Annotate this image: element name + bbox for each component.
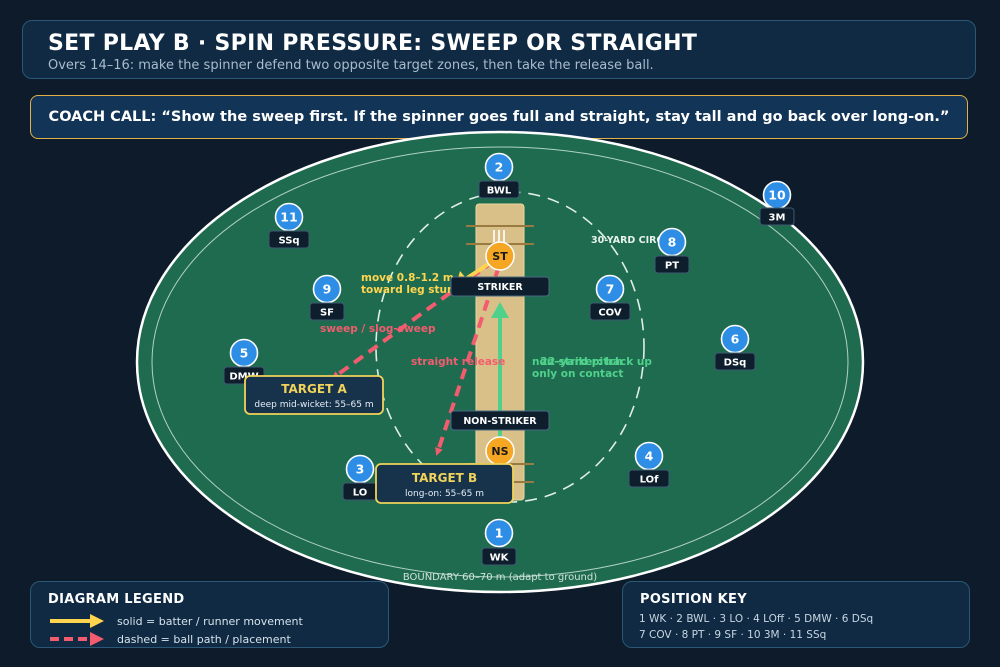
striker: ST STRIKER xyxy=(450,241,550,297)
fielder-tag-bg xyxy=(478,180,520,199)
fielder-tag-bg xyxy=(759,207,795,226)
sweep-ball-path xyxy=(331,259,496,380)
legend-title: DIAGRAM LEGEND xyxy=(48,592,185,607)
fielder-number: 2 xyxy=(495,160,504,175)
coach-call-text: COACH CALL: “Show the sweep first. If th… xyxy=(48,109,950,125)
striker-tag-bg xyxy=(450,276,550,297)
fielder-number: 9 xyxy=(323,282,332,297)
fielder-tag-bg xyxy=(589,302,631,321)
diagram-legend: DIAGRAM LEGEND solid = batter / runner m… xyxy=(30,581,389,648)
fielder-code: WK xyxy=(490,553,510,564)
straight-ball-path xyxy=(435,265,501,456)
target-b-title: TARGET B xyxy=(412,471,477,485)
fielder-number: 3 xyxy=(356,462,365,477)
sweep-note: sweep / slog-sweep xyxy=(320,323,436,335)
fielder-code: DMW xyxy=(229,372,258,383)
legend-solid-label: solid = batter / runner movement xyxy=(117,614,303,628)
fielder-3m: 10 3M xyxy=(759,180,795,226)
header-panel: SET PLAY B · SPIN PRESSURE: SWEEP OR STR… xyxy=(22,20,976,79)
fielder-code: LOf xyxy=(640,475,660,486)
dashed-arrow-icon xyxy=(50,632,104,646)
target-b-box xyxy=(375,463,514,504)
fielder-number: 4 xyxy=(645,449,654,464)
fielder-tag-bg xyxy=(628,469,670,488)
legend-solid-row: solid = batter / runner movement xyxy=(48,612,303,630)
target-b: TARGET B long-on: 55–65 m xyxy=(375,463,514,504)
position-key-line-2: 7 COV · 8 PT · 9 SF · 10 3M · 11 SSq xyxy=(639,629,827,641)
fielder-number: 10 xyxy=(768,188,786,203)
move-note: move 0.8–1.2 m toward leg stump xyxy=(361,272,466,296)
fielder-number: 8 xyxy=(668,235,677,250)
straight-note: straight release xyxy=(411,356,505,368)
fielder-number: 7 xyxy=(606,282,615,297)
target-a-title: TARGET A xyxy=(281,382,347,396)
fielder-code: BWL xyxy=(487,186,512,197)
stumps-icon xyxy=(493,230,505,242)
non-striker-tag-bg xyxy=(450,410,550,431)
fielder-number: 1 xyxy=(495,526,504,541)
fielder-number: 6 xyxy=(731,332,740,347)
fielder-tag-bg xyxy=(714,352,756,371)
fielder-code: PT xyxy=(665,261,679,272)
fielder-tag-bg xyxy=(268,230,310,249)
legend-dashed-row: dashed = ball path / placement xyxy=(48,630,291,648)
legend-dashed-label: dashed = ball path / placement xyxy=(117,632,291,646)
fielder-marker xyxy=(484,518,514,548)
fielder-code: DSq xyxy=(724,358,747,369)
target-b-desc: long-on: 55–65 m xyxy=(405,489,484,499)
fielder-tag-bg xyxy=(654,255,690,274)
fielder-number: 5 xyxy=(240,346,249,361)
fielder-sf: 9SF xyxy=(309,274,345,321)
target-a-desc: deep mid-wicket: 55–65 m xyxy=(254,400,373,410)
fielder-code: SSq xyxy=(278,236,299,247)
non-striker-movement-arrowhead xyxy=(491,302,509,318)
striker-marker xyxy=(485,241,515,271)
position-key-line-1: 1 WK · 2 BWL · 3 LO · 4 LOff · 5 DMW · 6… xyxy=(639,613,874,625)
fielder-code: SF xyxy=(320,308,334,319)
fielder-code: 3M xyxy=(769,213,786,224)
circle-label: 30-YARD CIRCLE xyxy=(591,235,676,246)
fielder-code: COV xyxy=(598,308,622,319)
page-title: SET PLAY B · SPIN PRESSURE: SWEEP OR STR… xyxy=(48,31,698,56)
target-a-box xyxy=(244,375,384,415)
non-striker: NS NON-STRIKER xyxy=(450,410,550,466)
position-key: POSITION KEY 1 WK · 2 BWL · 3 LO · 4 LOf… xyxy=(622,581,970,648)
fielder-tag-bg xyxy=(309,302,345,321)
fielder-number: 11 xyxy=(280,210,297,225)
non-striker-note: non-striker: back up only on contact xyxy=(532,356,656,380)
solid-arrow-icon xyxy=(50,614,104,628)
fielder-code: LO xyxy=(353,488,368,499)
non-striker-tag: NON-STRIKER xyxy=(463,416,537,427)
striker-marker-label: ST xyxy=(492,250,508,263)
boundary-rope xyxy=(151,146,849,578)
page-subtitle: Overs 14–16: make the spinner defend two… xyxy=(48,58,654,73)
boundary-label: BOUNDARY 60–70 m (adapt to ground) xyxy=(403,572,597,583)
target-a: TARGET A deep mid-wicket: 55–65 m xyxy=(244,375,384,415)
fielder-wk: 1WK xyxy=(481,518,517,566)
striker-tag: STRIKER xyxy=(477,282,523,293)
pitch-label: 22-yard pitch xyxy=(540,355,623,368)
position-key-title: POSITION KEY xyxy=(640,592,747,607)
fielder-lo: 3LO xyxy=(342,454,378,501)
fielder-pt: 8PT xyxy=(654,227,690,274)
fielder-tag-bg xyxy=(481,547,517,566)
non-striker-marker-label: NS xyxy=(491,445,508,458)
